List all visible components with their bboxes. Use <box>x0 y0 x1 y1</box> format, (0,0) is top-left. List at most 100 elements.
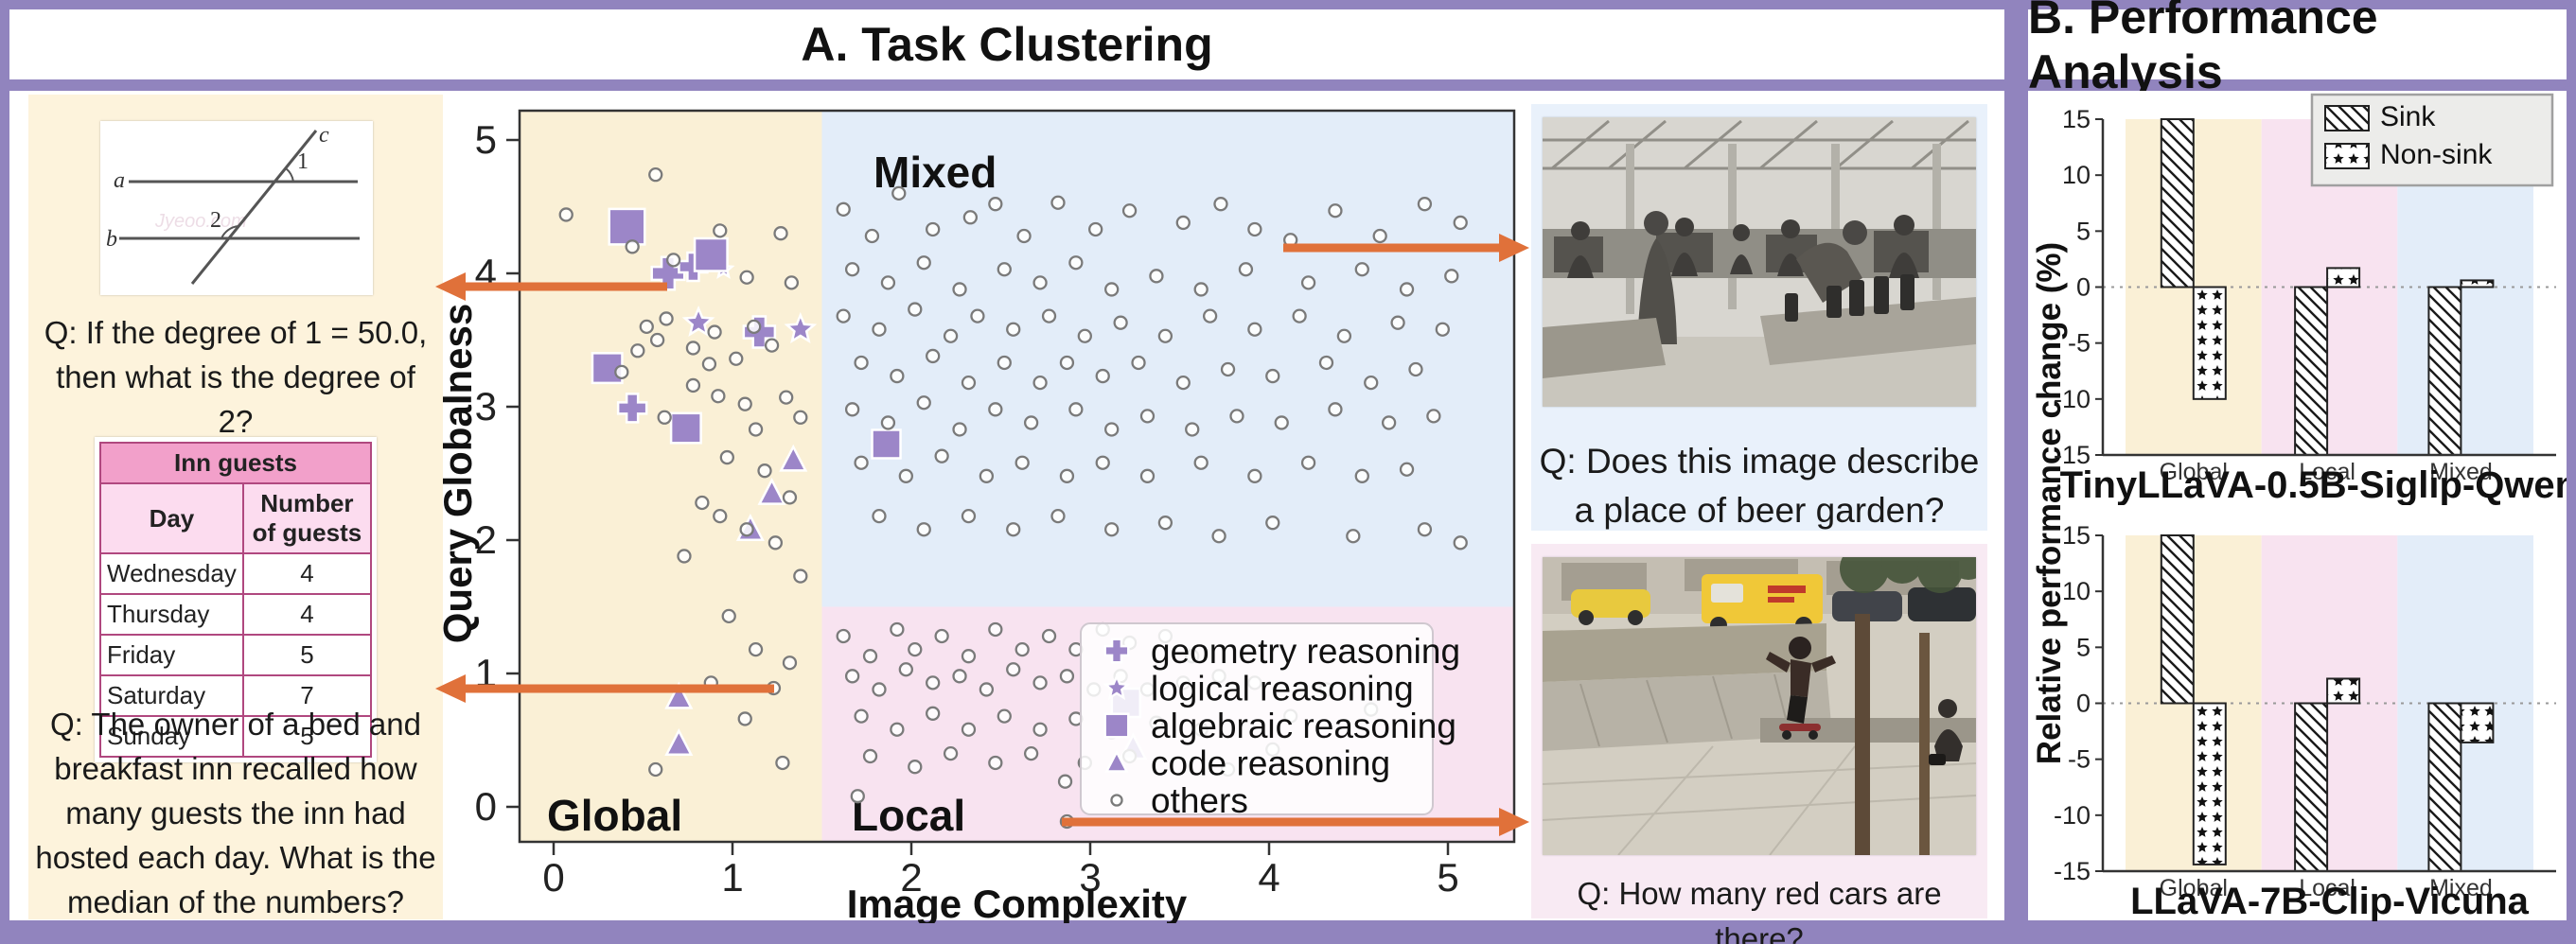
table-title: Inn guests <box>99 442 372 484</box>
cell-count: 4 <box>241 593 373 636</box>
inn-guests-table-wrap: Inn guests Day Number of guests Wednesda… <box>95 437 377 762</box>
panel-a-header: A. Task Clustering <box>9 9 2004 79</box>
table-row: Friday 5 <box>99 634 373 676</box>
bar-non-sink-global <box>2192 286 2227 400</box>
region-label-global: Global <box>547 791 682 840</box>
bar-non-sink-local <box>2326 677 2361 705</box>
mixed-example-question: Q: Does this image describe a place of b… <box>1539 442 1980 530</box>
cell-day: Wednesday <box>99 552 244 595</box>
svg-text:15: 15 <box>2062 521 2091 550</box>
panel-a-body: Jyeoo.com a b c 1 2 Q: If the degree of … <box>9 91 2004 944</box>
cell-count: 5 <box>241 715 373 758</box>
svg-text:5: 5 <box>1437 855 1458 900</box>
bar-chart-title: LLaVA-7B-Clip-Vicuna <box>2130 881 2530 921</box>
category-label: Local <box>2299 875 2355 901</box>
bar-chart-title: TinyLLaVA-0.5B-Siglip-Qwen2 <box>2060 464 2567 505</box>
bar-non-sink-global <box>2192 702 2227 865</box>
category-label: Mixed <box>2429 875 2493 901</box>
bar-sink-global <box>2160 534 2195 705</box>
skater-figure <box>1766 637 1836 740</box>
line-b-label: b <box>106 227 117 252</box>
panel-a-title: A. Task Clustering <box>801 18 1213 71</box>
legend-label: Sink <box>2380 101 2436 132</box>
geometry-question: Q: If the degree of 1 = 50.0, then what … <box>44 315 428 439</box>
series-circle <box>558 167 1468 830</box>
svg-text:0: 0 <box>542 855 564 900</box>
svg-text:5: 5 <box>2076 217 2091 245</box>
svg-text:-10: -10 <box>2054 801 2091 830</box>
svg-text:10: 10 <box>2062 161 2091 189</box>
svg-text:10: 10 <box>2062 577 2091 605</box>
skateboard-image <box>1543 557 1976 855</box>
svg-text:0: 0 <box>475 784 497 829</box>
svg-text:-5: -5 <box>2068 329 2091 358</box>
bar-sink-mixed <box>2427 286 2462 456</box>
series-square <box>591 207 1142 719</box>
svg-text:15: 15 <box>2062 105 2091 133</box>
svg-text:0: 0 <box>2076 690 2091 718</box>
median-question: Q: The owner of a bed and breakfast inn … <box>35 707 436 919</box>
category-label: Global <box>2160 875 2228 901</box>
svg-text:5: 5 <box>475 117 497 162</box>
svg-text:4: 4 <box>475 251 497 295</box>
table-row: Thursday 4 <box>99 593 373 636</box>
local-example-question: Q: How many red cars are there? <box>1577 876 1942 944</box>
line-c-label: c <box>319 123 329 148</box>
scatter-ylabel: Query Globalness <box>443 304 480 643</box>
cell-count: 5 <box>241 634 373 676</box>
cell-day: Friday <box>99 634 244 676</box>
cell-day: Saturday <box>99 674 244 717</box>
category-label: Mixed <box>2429 459 2493 485</box>
panel-b-title: B. Performance Analysis <box>2028 0 2378 98</box>
col-header-guests: Number of guests <box>241 482 373 554</box>
region-label-local: Local <box>852 791 965 840</box>
global-example-card: Jyeoo.com a b c 1 2 Q: If the degree of … <box>28 95 443 919</box>
bar-chart-llava7b: Global Local Mixed -15 -10 -5 0 5 10 15LLaVA-7B-C… <box>2054 521 2556 921</box>
bar-sink-local <box>2294 702 2329 872</box>
region-label-mixed: Mixed <box>873 148 997 197</box>
bar-non-sink-mixed <box>2460 279 2495 288</box>
legend-label: others <box>1151 781 1248 820</box>
cell-count: 7 <box>241 674 373 717</box>
svg-text:3: 3 <box>475 384 497 428</box>
bar-chart-tinyllava: Global Local Mixed -15 -10 -5 0 5 10 15TinyLLaVA-… <box>2054 93 2567 505</box>
scatter-xlabel: Image Complexity <box>847 882 1188 923</box>
table-row: Wednesday 4 <box>99 552 373 595</box>
bar-non-sink-mixed <box>2460 702 2495 743</box>
col-header-day: Day <box>99 482 244 554</box>
svg-text:1: 1 <box>721 855 743 900</box>
bar-sink-local <box>2294 286 2329 456</box>
watermark-text: Jyeoo.com <box>154 211 247 232</box>
svg-text:4: 4 <box>1258 855 1279 900</box>
table-row: Saturday 7 <box>99 674 373 717</box>
line-a-label: a <box>114 168 125 193</box>
svg-text:-15: -15 <box>2054 441 2091 469</box>
svg-text:0: 0 <box>2076 273 2091 302</box>
cell-day: Sunday <box>99 715 244 758</box>
svg-text:-10: -10 <box>2054 385 2091 413</box>
bar-sink-mixed <box>2427 702 2462 872</box>
legend-label: algebraic reasoning <box>1151 707 1456 745</box>
category-label: Global <box>2160 459 2228 485</box>
factory-image <box>1543 117 1976 407</box>
svg-text:-5: -5 <box>2068 745 2091 774</box>
angle2-label: 2 <box>210 208 221 233</box>
bar-sink-global <box>2160 118 2195 288</box>
svg-text:-15: -15 <box>2054 857 2091 885</box>
svg-text:5: 5 <box>2076 633 2091 661</box>
svg-text:2: 2 <box>475 517 497 562</box>
geometry-diagram: Jyeoo.com a b c 1 2 <box>100 121 373 295</box>
svg-text:3: 3 <box>1079 855 1101 900</box>
svg-text:2: 2 <box>900 855 922 900</box>
svg-text:1: 1 <box>475 651 497 695</box>
table-row: Sunday 5 <box>99 715 373 758</box>
category-label: Local <box>2299 459 2355 485</box>
mixed-example-card: Q: Does this image describe a place of b… <box>1531 104 1987 531</box>
panel-b-header: B. Performance Analysis <box>2028 0 2567 98</box>
bar-non-sink-local <box>2326 267 2361 288</box>
